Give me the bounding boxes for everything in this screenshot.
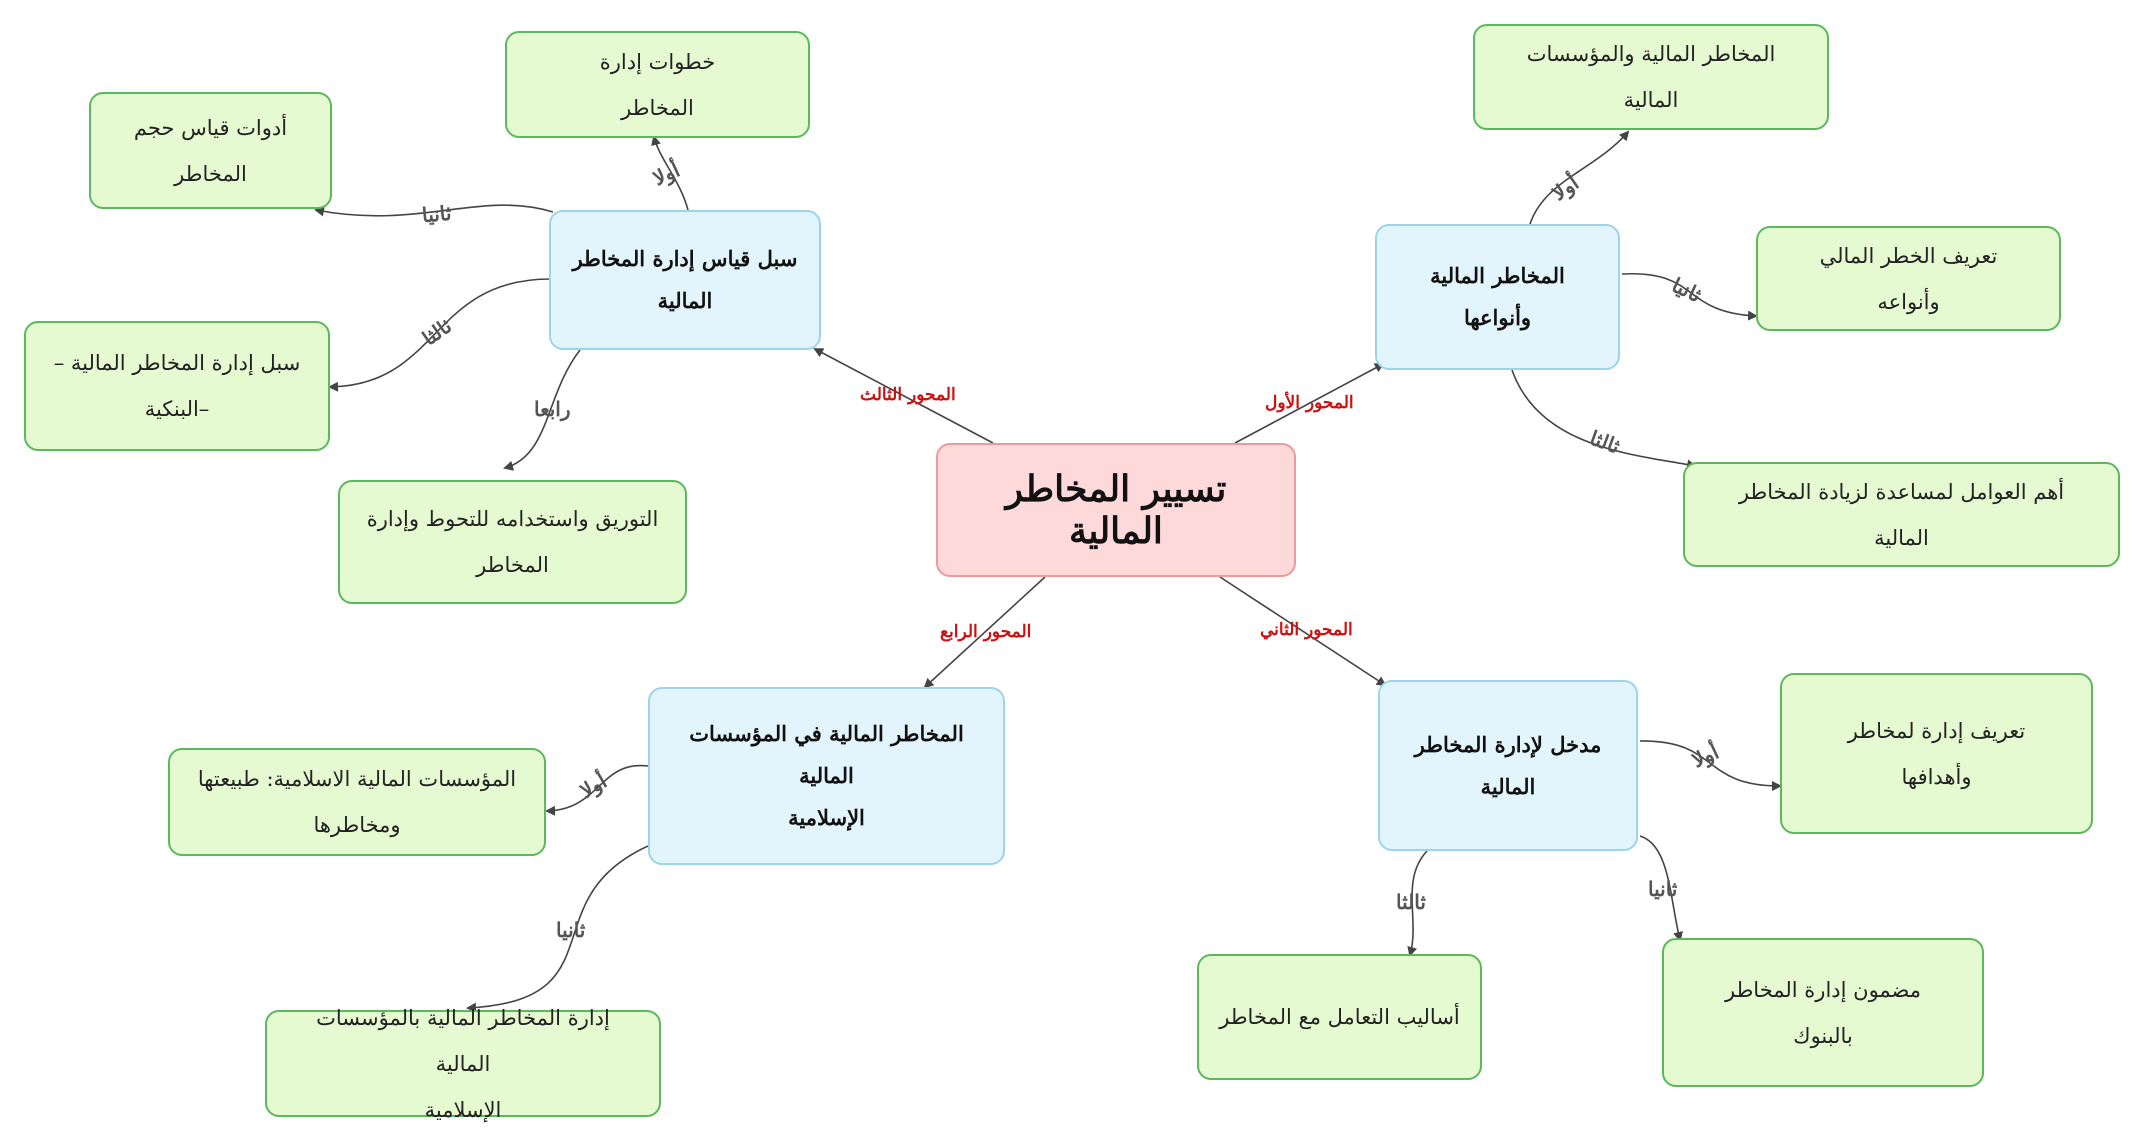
axis2-order-2: ثانيا (1648, 877, 1678, 901)
axis4-leaf-1: المؤسسات المالية الاسلامية: طبيعتها ومخا… (168, 748, 546, 856)
axis2-leaf-2: مضمون إدارة المخاطر بالبنوك (1662, 938, 1984, 1087)
link-center-axis3 (813, 348, 994, 444)
axis4-label: المحور الرابع (940, 622, 1032, 642)
axis2-order-3: ثالثا (1396, 890, 1426, 914)
axis1-leaf-1: المخاطر المالية والمؤسسات المالية (1473, 24, 1829, 130)
link-axis2-leaf3 (1407, 850, 1428, 957)
axis4-order-2: ثانيا (556, 918, 586, 942)
link-axis3-leaf3 (328, 278, 550, 392)
link-axis4-leaf1 (545, 764, 649, 816)
link-axis4-leaf2 (466, 845, 649, 1013)
link-axis3-leaf2 (314, 204, 554, 217)
link-center-axis1 (1234, 363, 1385, 444)
axis4-node: المخاطر المالية في المؤسسات المالية الإس… (648, 687, 1005, 865)
axis3-leaf-2: أدوات قياس حجم المخاطر (89, 92, 332, 209)
link-axis3-leaf4 (503, 349, 581, 471)
axis1-leaf-2: تعريف الخطر المالي وأنواعه (1756, 226, 2061, 331)
axis3-leaf-1: خطوات إدارة المخاطر (505, 31, 810, 138)
center-topic: تسيير المخاطر المالية (936, 443, 1296, 577)
axis2-leaf-1: تعريف إدارة لمخاطر وأهدافها (1780, 673, 2093, 834)
axis2-node: مدخل لإدارة المخاطر المالية (1378, 680, 1638, 851)
axis1-leaf-3: أهم العوامل لمساعدة لزيادة المخاطر المال… (1683, 462, 2120, 567)
axis3-leaf-4: التوريق واستخدامه للتحوط وإدارة المخاطر (338, 480, 687, 604)
axis3-node: سبل قياس إدارة المخاطر المالية (549, 210, 821, 350)
link-axis1-leaf2 (1621, 272, 1758, 321)
link-axis2-leaf2 (1639, 835, 1683, 942)
link-axis1-leaf1 (1529, 130, 1630, 225)
axis1-node: المخاطر المالية وأنواعها (1375, 224, 1620, 370)
link-center-axis2 (1219, 576, 1387, 687)
axis4-leaf-2: إدارة المخاطر المالية بالمؤسسات المالية … (265, 1006, 661, 1122)
axis3-order-4: رابعا (534, 397, 571, 421)
axis3-leaf-3: سبل إدارة المخاطر المالية – –البنكية (24, 321, 330, 451)
axis1-label: المحور الأول (1265, 393, 1354, 413)
link-axis2-leaf1 (1639, 740, 1782, 791)
link-center-axis4 (923, 576, 1046, 689)
link-axis1-leaf3 (1511, 369, 1697, 470)
link-axis3-leaf1 (651, 135, 689, 211)
axis3-order-2: ثانيا (421, 200, 453, 228)
axis2-leaf-3: أساليب التعامل مع المخاطر (1197, 954, 1482, 1080)
axis3-label: المحور الثالث (860, 385, 956, 405)
axis2-label: المحور الثاني (1260, 620, 1353, 640)
